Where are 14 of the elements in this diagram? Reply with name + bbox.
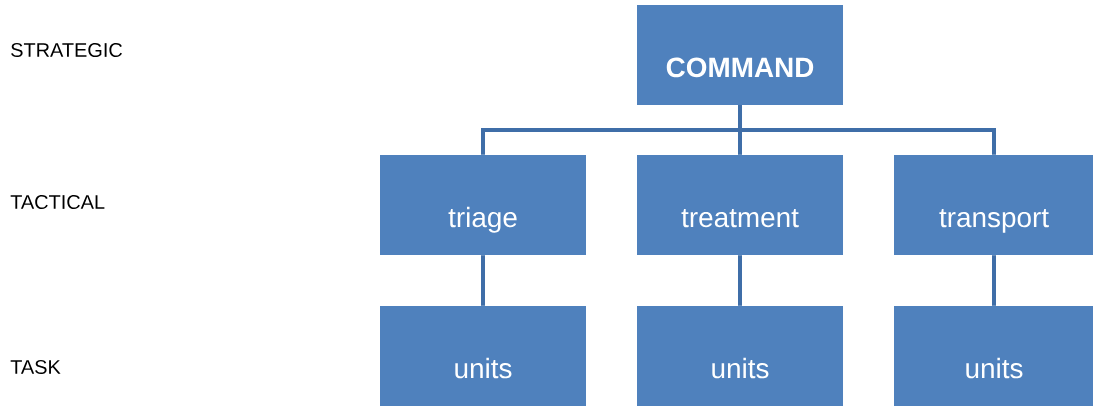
connector-line — [738, 255, 742, 306]
unit-box: units — [637, 306, 843, 406]
unit-box: units — [380, 306, 586, 406]
unit-box: treatment — [637, 155, 843, 255]
unit-box: units — [894, 306, 1093, 406]
level-label: TASK — [10, 359, 61, 375]
connector-line — [992, 255, 996, 306]
connector-line — [738, 105, 996, 155]
unit-box: transport — [894, 155, 1093, 255]
level-label: STRATEGIC — [11, 42, 122, 58]
command-box: COMMAND — [637, 5, 843, 105]
connector-line — [481, 255, 485, 306]
level-label: TACTICAL — [10, 194, 105, 210]
unit-box: triage — [380, 155, 586, 255]
